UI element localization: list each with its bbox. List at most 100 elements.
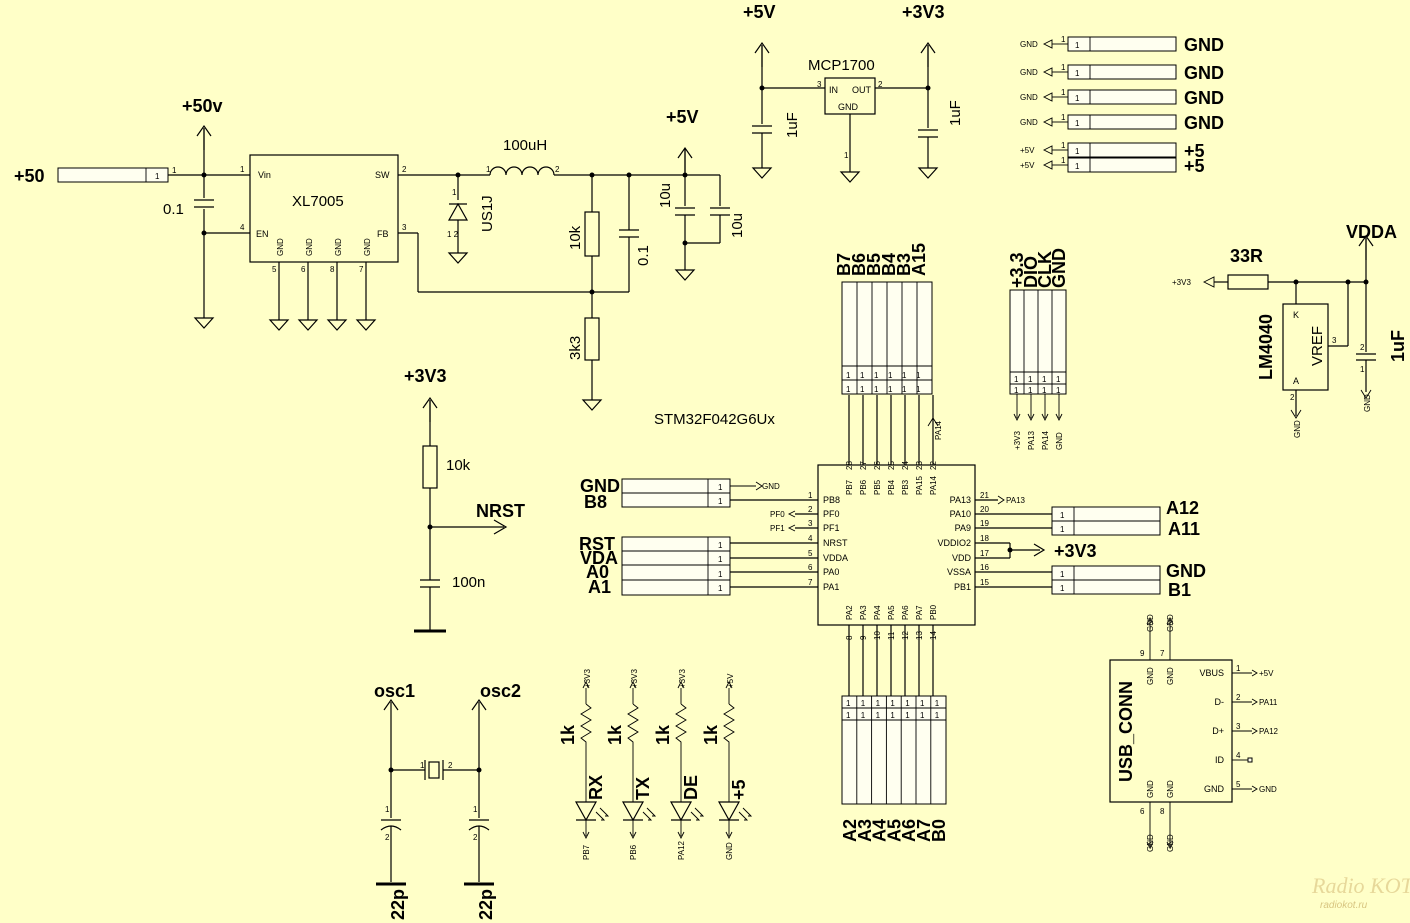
svg-text:18: 18 bbox=[980, 534, 989, 543]
cin-value: 0.1 bbox=[163, 201, 184, 218]
svg-text:17: 17 bbox=[980, 549, 989, 558]
svg-text:7: 7 bbox=[808, 578, 813, 587]
swd-label-0: +3.3 bbox=[1007, 252, 1027, 288]
bottom-header-label-0: A2 bbox=[840, 819, 860, 842]
svg-text:5: 5 bbox=[808, 549, 813, 558]
mcu-pin-pb3: PB3 bbox=[901, 479, 910, 495]
svg-text:8: 8 bbox=[1160, 807, 1165, 816]
right-label-a12: A12 bbox=[1166, 498, 1199, 518]
svg-text:20: 20 bbox=[980, 505, 989, 514]
led-section: +3V31kRXPB7+3V31kTXPB6+3V31kDEPA12+5V1k+… bbox=[558, 669, 753, 860]
svg-text:1: 1 bbox=[420, 761, 425, 770]
swd-net-3: GND bbox=[1055, 432, 1064, 450]
watermark-brand: Radio KOT bbox=[1311, 873, 1410, 898]
left-label-gnd: GND bbox=[580, 476, 620, 496]
mcu-pin-pa1: PA1 bbox=[823, 582, 839, 592]
svg-text:1: 1 bbox=[905, 699, 910, 708]
svg-text:IN: IN bbox=[829, 85, 838, 95]
swd-net-2: PA14 bbox=[1041, 430, 1050, 450]
rail-5v-b-label: +5V bbox=[743, 2, 776, 22]
svg-text:A: A bbox=[1293, 376, 1299, 386]
svg-text:27: 27 bbox=[859, 461, 868, 470]
svg-text:1: 1 bbox=[1056, 375, 1061, 384]
mcu-pin-pa0: PA0 bbox=[823, 567, 839, 577]
power-net-4: +5V bbox=[1020, 146, 1035, 155]
led-top-net-2: +3V3 bbox=[678, 669, 687, 688]
vref-c-label: 1uF bbox=[1388, 330, 1408, 362]
c-fb-label: 0.1 bbox=[635, 245, 652, 266]
svg-text:1: 1 bbox=[874, 385, 879, 394]
mcu-section: STM32F042G6Ux 28PB727PB626PB525PB424PB32… bbox=[579, 243, 1206, 842]
svg-text:2: 2 bbox=[1360, 343, 1365, 352]
usb-top-gnd-net-0: GND bbox=[1146, 614, 1155, 632]
ldo-cout-label: 1uF bbox=[947, 100, 964, 126]
mcu-pin-pa3: PA3 bbox=[859, 605, 868, 620]
led-label-0: RX bbox=[586, 775, 606, 800]
mcu-pin-pa15: PA15 bbox=[915, 475, 924, 495]
mcu-pin-pb6: PB6 bbox=[859, 479, 868, 495]
ldo-name: MCP1700 bbox=[808, 57, 875, 74]
svg-text:Vin: Vin bbox=[258, 170, 271, 180]
svg-text:GND: GND bbox=[305, 238, 314, 256]
svg-text:1: 1 bbox=[1075, 94, 1080, 103]
svg-text:2: 2 bbox=[1236, 693, 1241, 702]
led-r-label-0: 1k bbox=[558, 724, 578, 745]
svg-text:1: 1 bbox=[155, 172, 160, 181]
mcu-pin-pb1: PB1 bbox=[954, 582, 971, 592]
svg-text:1: 1 bbox=[1042, 386, 1047, 395]
vref-r-label: 33R bbox=[1230, 246, 1263, 266]
bottom-header bbox=[841, 695, 947, 805]
net-pf0: PF0 bbox=[770, 510, 785, 519]
svg-text:1: 1 bbox=[1061, 88, 1066, 97]
svg-text:3: 3 bbox=[817, 80, 822, 89]
svg-text:1: 1 bbox=[718, 541, 723, 550]
svg-text:GND: GND bbox=[334, 238, 343, 256]
svg-text:9: 9 bbox=[859, 635, 868, 640]
mcu-pin-pa10: PA10 bbox=[950, 509, 971, 519]
usb-top-gnd-1: GND bbox=[1166, 667, 1175, 685]
power-label-5: +5 bbox=[1184, 156, 1205, 176]
left-label-a1: A1 bbox=[588, 577, 611, 597]
osc-section: osc1 osc2 1 2 1 2 1 2 22p 22p bbox=[374, 681, 521, 920]
svg-text:1: 1 bbox=[935, 699, 940, 708]
svg-text:1: 1 bbox=[888, 385, 893, 394]
power-label-4: +5 bbox=[1184, 141, 1205, 161]
input-header bbox=[57, 167, 169, 183]
bottom-header-label-4: A6 bbox=[899, 819, 919, 842]
led-1 bbox=[621, 801, 645, 822]
ldo-cin-label: 1uF bbox=[784, 112, 801, 138]
svg-text:1: 1 bbox=[172, 166, 177, 175]
power-header-1 bbox=[1067, 64, 1177, 80]
osc-c2-label: 22p bbox=[476, 889, 496, 920]
svg-text:8: 8 bbox=[330, 265, 335, 274]
svg-text:1: 1 bbox=[718, 497, 723, 506]
svg-text:1 2: 1 2 bbox=[447, 230, 459, 239]
svg-text:1: 1 bbox=[1360, 365, 1365, 374]
rail-5v-a-label: +5V bbox=[666, 107, 699, 127]
net-pa13: PA13 bbox=[1006, 496, 1026, 505]
top-header-label-3: B4 bbox=[879, 253, 899, 276]
svg-text:1: 1 bbox=[902, 385, 907, 394]
svg-text:1: 1 bbox=[935, 711, 940, 720]
svg-text:1: 1 bbox=[1061, 113, 1066, 122]
svg-text:1: 1 bbox=[916, 371, 921, 380]
svg-text:2: 2 bbox=[808, 505, 813, 514]
mcu-pin-pa5: PA5 bbox=[887, 605, 896, 620]
svg-text:1: 1 bbox=[718, 584, 723, 593]
mcu-pin-pf1: PF1 bbox=[823, 523, 840, 533]
svg-text:13: 13 bbox=[915, 631, 924, 640]
svg-text:GND: GND bbox=[276, 238, 285, 256]
mcu-pin-pa9: PA9 bbox=[955, 523, 971, 533]
svg-text:1: 1 bbox=[888, 371, 893, 380]
svg-text:14: 14 bbox=[929, 631, 938, 640]
svg-text:1: 1 bbox=[861, 699, 866, 708]
svg-text:1: 1 bbox=[860, 385, 865, 394]
svg-text:4: 4 bbox=[1236, 751, 1241, 760]
svg-text:3: 3 bbox=[1236, 722, 1241, 731]
mcu-pin-vddio2: VDDIO2 bbox=[937, 538, 971, 548]
swd-label-2: CLK bbox=[1035, 251, 1055, 288]
svg-text:1: 1 bbox=[1014, 386, 1019, 395]
svg-text:2: 2 bbox=[385, 833, 390, 842]
r-bot-label: 3k3 bbox=[567, 336, 584, 360]
